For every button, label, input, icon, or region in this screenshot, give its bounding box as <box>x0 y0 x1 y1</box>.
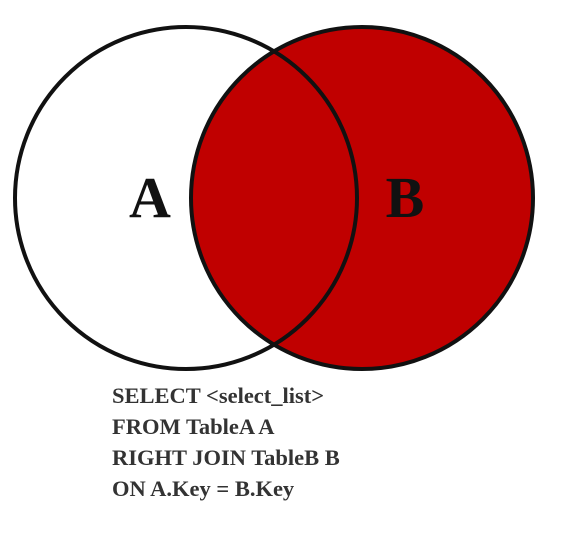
set-b-label: B <box>386 165 425 230</box>
sql-line-select: SELECT <select_list> <box>112 383 325 408</box>
sql-query: SELECT <select_list> FROM TableA A RIGHT… <box>112 380 340 504</box>
sql-line-from: FROM TableA A <box>112 414 275 439</box>
sql-line-on: ON A.Key = B.Key <box>112 476 295 501</box>
set-a-label: A <box>129 165 171 230</box>
circle-b-fill <box>191 27 533 369</box>
circle-a-outline <box>13 25 359 371</box>
circle-b-outline <box>189 25 535 371</box>
sql-line-join: RIGHT JOIN TableB B <box>112 445 340 470</box>
